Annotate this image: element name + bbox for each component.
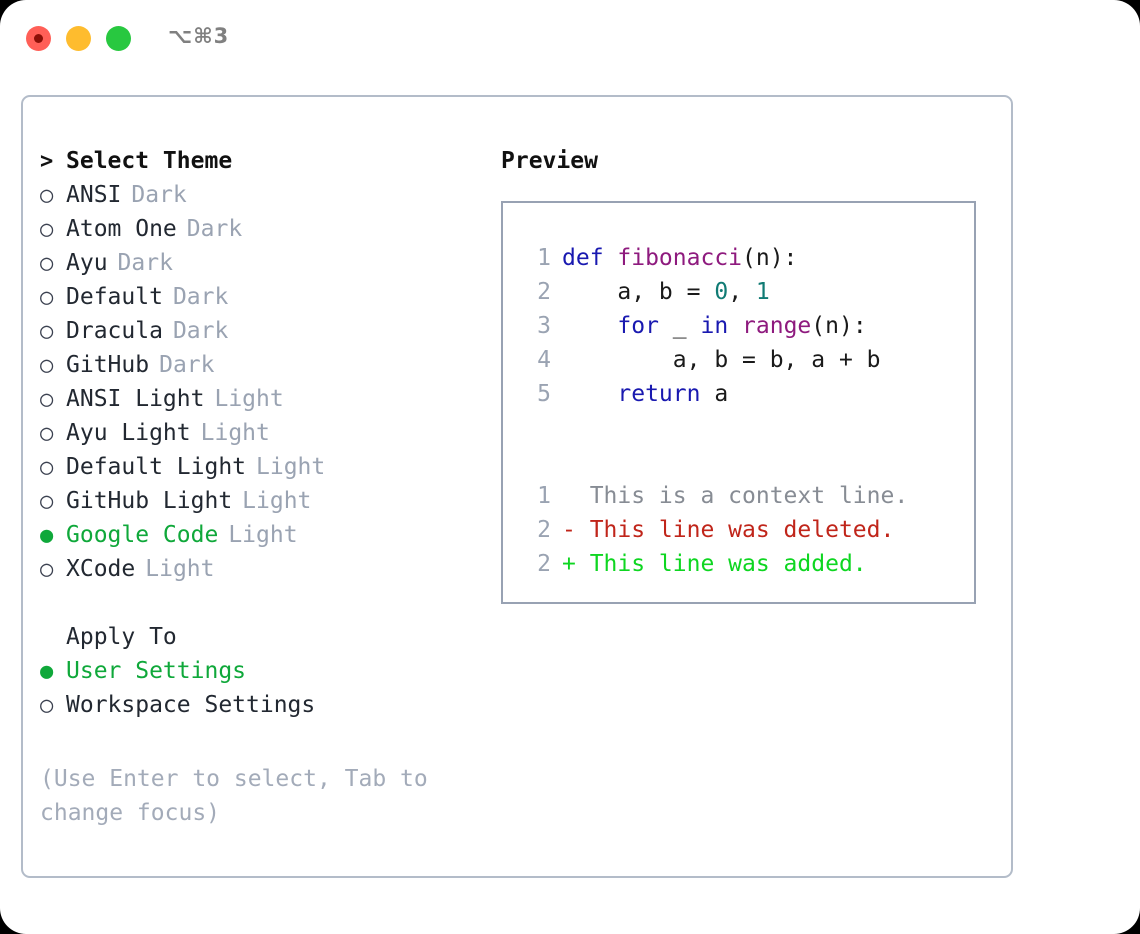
list-item-selected[interactable]: ● Google Code Light — [40, 518, 480, 552]
theme-kind: Dark — [117, 250, 173, 276]
diff-line-context: 1 This is a context line. — [503, 479, 974, 513]
maximize-button[interactable] — [106, 26, 131, 51]
theme-name: XCode — [66, 556, 136, 582]
line-number: 4 — [537, 347, 551, 373]
radio-selected-icon[interactable]: ● — [40, 523, 54, 548]
code-text: def fibonacci(n): — [562, 245, 798, 271]
list-item[interactable]: ○ Dracula Dark — [40, 314, 480, 348]
theme-picker-dialog: > Select Theme ○ ANSI Dark ○ Atom One Da… — [21, 95, 1013, 878]
line-number: 2 — [537, 551, 551, 577]
preview-column: Preview 1 def fibonacci(n): 2 a, b = 0, … — [501, 144, 986, 604]
theme-name: ANSI — [66, 182, 122, 208]
radio-unselected-icon[interactable]: ○ — [40, 421, 54, 446]
radio-unselected-icon[interactable]: ○ — [40, 489, 54, 514]
list-divider-space — [40, 586, 480, 620]
list-item[interactable]: ○ Default Light Light — [40, 450, 480, 484]
theme-name: Atom One — [66, 216, 177, 242]
code-line: 5 return a — [503, 377, 974, 411]
radio-unselected-icon[interactable]: ○ — [40, 353, 54, 378]
close-button[interactable] — [26, 26, 51, 51]
diff-text: - This line was deleted. — [562, 517, 895, 543]
code-line: 3 for _ in range(n): — [503, 309, 974, 343]
apply-to-item-selected[interactable]: ● User Settings — [40, 654, 480, 688]
theme-kind: Light — [256, 454, 326, 480]
list-item[interactable]: ○ Ayu Light Light — [40, 416, 480, 450]
radio-unselected-icon[interactable]: ○ — [40, 557, 54, 582]
theme-kind: Dark — [159, 352, 215, 378]
diff-line-added: 2 + This line was added. — [503, 547, 974, 581]
theme-kind: Light — [242, 488, 312, 514]
list-item[interactable]: ○ GitHub Dark — [40, 348, 480, 382]
list-item[interactable]: ○ ANSI Dark — [40, 178, 480, 212]
apply-to-item[interactable]: ○ Workspace Settings — [40, 688, 480, 722]
theme-kind: Light — [145, 556, 215, 582]
theme-kind: Light — [200, 420, 270, 446]
minimize-button[interactable] — [66, 26, 91, 51]
line-number: 1 — [537, 483, 551, 509]
theme-kind: Light — [214, 386, 284, 412]
line-number: 2 — [537, 517, 551, 543]
theme-name: Ayu — [66, 250, 108, 276]
code-text: for _ in range(n): — [617, 313, 867, 339]
apply-to-label: User Settings — [66, 658, 247, 684]
list-item[interactable]: ○ ANSI Light Light — [40, 382, 480, 416]
theme-kind: Dark — [131, 182, 187, 208]
apply-to-label: Workspace Settings — [66, 692, 316, 718]
radio-selected-icon[interactable]: ● — [40, 659, 54, 684]
theme-kind: Dark — [172, 318, 229, 344]
code-line: 2 a, b = 0, 1 — [503, 275, 974, 309]
title-bar: ⌥⌘3 — [0, 0, 1140, 76]
preview-panel: 1 def fibonacci(n): 2 a, b = 0, 1 3 for … — [501, 201, 976, 604]
radio-unselected-icon[interactable]: ○ — [40, 285, 54, 310]
diff-text: + This line was added. — [562, 551, 867, 577]
hint-line-2: change focus) — [40, 800, 221, 826]
hint-line-1: (Use Enter to select, Tab to — [40, 766, 428, 792]
theme-name: Dracula — [66, 318, 163, 344]
keyboard-shortcut-label: ⌥⌘3 — [168, 24, 230, 48]
list-item[interactable]: ○ XCode Light — [40, 552, 480, 586]
radio-unselected-icon[interactable]: ○ — [40, 693, 54, 718]
theme-name: Google Code — [66, 522, 219, 548]
theme-name: GitHub Light — [66, 488, 233, 514]
theme-kind: Light — [228, 522, 298, 548]
line-number: 1 — [537, 245, 551, 271]
code-line: 1 def fibonacci(n): — [503, 241, 974, 275]
preview-title: Preview — [501, 148, 598, 174]
list-item[interactable]: ○ GitHub Light Light — [40, 484, 480, 518]
theme-kind: Dark — [172, 284, 229, 310]
radio-unselected-icon[interactable]: ○ — [40, 319, 54, 344]
code-line: 4 a, b = b, a + b — [503, 343, 974, 377]
radio-unselected-icon[interactable]: ○ — [40, 251, 54, 276]
list-item[interactable]: ○ Ayu Dark — [40, 246, 480, 280]
theme-list-column: > Select Theme ○ ANSI Dark ○ Atom One Da… — [40, 144, 480, 722]
apply-to-header: Apply To — [40, 620, 480, 654]
theme-list-header: > Select Theme — [40, 144, 480, 178]
radio-unselected-icon[interactable]: ○ — [40, 183, 54, 208]
preview-divider-space-2 — [503, 445, 974, 479]
radio-unselected-icon[interactable]: ○ — [40, 217, 54, 242]
code-text: return a — [617, 381, 729, 407]
section-title: Apply To — [66, 624, 177, 650]
radio-unselected-icon[interactable]: ○ — [40, 387, 54, 412]
theme-name: Ayu Light — [66, 420, 191, 446]
line-number: 3 — [537, 313, 551, 339]
theme-name: Default — [66, 284, 163, 310]
theme-kind: Dark — [186, 216, 243, 242]
line-number: 2 — [537, 279, 551, 305]
diff-line-deleted: 2 - This line was deleted. — [503, 513, 974, 547]
diff-text: This is a context line. — [562, 483, 909, 509]
section-title: Select Theme — [66, 148, 233, 174]
radio-unselected-icon[interactable]: ○ — [40, 455, 54, 480]
list-item[interactable]: ○ Atom One Dark — [40, 212, 480, 246]
code-text: a, b = 0, 1 — [562, 279, 770, 305]
theme-name: GitHub — [66, 352, 150, 378]
caret-icon: > — [40, 149, 54, 174]
keyboard-hint: (Use Enter to select, Tab to change focu… — [40, 762, 450, 830]
theme-name: ANSI Light — [66, 386, 205, 412]
line-number: 5 — [537, 381, 551, 407]
list-item[interactable]: ○ Default Dark — [40, 280, 480, 314]
preview-divider-space — [503, 411, 974, 445]
theme-name: Default Light — [66, 454, 247, 480]
code-text: a, b = b, a + b — [562, 347, 881, 373]
